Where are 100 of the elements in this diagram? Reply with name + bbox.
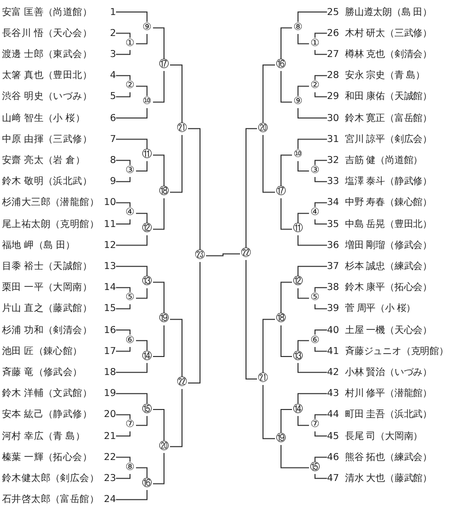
- entry-number: 6: [110, 112, 116, 124]
- bracket-line: [116, 218, 130, 224]
- bracket-line: [116, 430, 130, 436]
- match-number: ⑫: [141, 223, 153, 236]
- match-number: ⑧: [292, 22, 304, 34]
- entry-number: 43: [327, 388, 340, 400]
- bracket-line: [314, 330, 328, 336]
- entry-number: 40: [327, 324, 340, 336]
- match-number: ⑰: [158, 59, 170, 71]
- bracket-line: [116, 234, 148, 246]
- bracket-line: [116, 266, 148, 277]
- bracket-line: [314, 346, 328, 352]
- entry-number: 22: [104, 452, 116, 463]
- entry-number: 9: [110, 176, 116, 188]
- entry-number: 33: [327, 176, 340, 188]
- bracket-line: [298, 415, 310, 426]
- bracket-line: [298, 33, 310, 44]
- bracket-line: [298, 212, 310, 224]
- entry-number: 21: [104, 430, 116, 442]
- player-name: 塩澤 泰斗（静武修）: [345, 175, 432, 188]
- player-name: 安本 紘己（静武修）: [2, 408, 92, 422]
- bracket-line: [298, 108, 328, 118]
- player-name: 渡邊 士郎（東武会）: [2, 48, 92, 61]
- bracket-line: [170, 134, 182, 193]
- entry-number: 7: [110, 134, 116, 145]
- player-name: 木村 研太（三武修）: [345, 26, 432, 40]
- bracket-line: [170, 388, 182, 448]
- bracket-line: [136, 86, 148, 97]
- match-number: ⑱: [275, 313, 287, 326]
- entry-number: 42: [327, 366, 340, 378]
- player-name: 渋谷 明史（いづみ）: [2, 90, 92, 104]
- entry-number: 18: [104, 366, 116, 378]
- player-name: 片山 直之（藤武館）: [2, 302, 92, 316]
- bracket-line: [314, 287, 328, 293]
- entry-number: 36: [327, 240, 340, 251]
- bracket-line: [152, 70, 164, 103]
- bracket-line: [314, 202, 328, 208]
- bracket-line: [314, 218, 328, 224]
- bracket-line: [152, 452, 164, 484]
- player-name: 長谷川 悟（天心会）: [2, 26, 92, 40]
- match-number: ⑫: [292, 276, 304, 288]
- player-name: 増田 剛瑠（修武会）: [345, 238, 432, 252]
- bracket-line: [298, 362, 328, 373]
- player-name: 鈴木 敬明（浜北武）: [2, 175, 92, 188]
- match-number: ⑪: [292, 223, 304, 236]
- bracket-line: [152, 282, 164, 314]
- bracket-line: [314, 49, 328, 55]
- player-name: 中野 寿春（錬心館）: [345, 196, 432, 210]
- player-name: 河村 幸広（青 島）: [2, 430, 86, 442]
- match-number: ⑬: [141, 276, 153, 288]
- entry-number: 27: [327, 48, 340, 60]
- match-number: ⑯: [275, 59, 287, 71]
- entry-number: 41: [327, 346, 340, 357]
- bracket-line: [314, 160, 328, 166]
- bracket-line: [298, 12, 328, 22]
- match-number: ⑲: [158, 313, 170, 326]
- entry-number: 47: [327, 472, 340, 484]
- bracket-line: [136, 160, 148, 172]
- match-number: ⑧: [124, 462, 136, 474]
- entry-number: 3: [110, 48, 116, 60]
- bracket-line: [170, 318, 182, 378]
- bracket-line: [280, 444, 310, 468]
- bracket-line: [314, 414, 328, 420]
- bracket-line: [116, 92, 130, 98]
- bracket-line: [136, 415, 148, 426]
- player-name: 長尾 司（大岡南）: [345, 430, 423, 442]
- match-number: ①: [124, 38, 136, 50]
- bracket-line: [314, 92, 328, 98]
- bracket-line: [314, 75, 328, 81]
- player-name: 鈴木 洋輔（文武館）: [2, 387, 92, 400]
- bracket-line: [116, 49, 130, 55]
- bracket-line: [116, 330, 130, 336]
- match-number: ㉒: [240, 248, 252, 260]
- player-name: 石井啓太郎（富岳館）: [2, 493, 100, 506]
- match-number: ⑨: [141, 22, 153, 34]
- player-name: 榛葉 一輝（拓心会）: [2, 450, 92, 464]
- bracket-line: [116, 138, 148, 150]
- match-number: ⑳: [257, 122, 269, 135]
- bracket-line: [136, 340, 148, 351]
- bracket-line: [298, 86, 310, 97]
- bracket-line: [116, 108, 148, 118]
- player-name: 杉浦 功和（剣清会）: [2, 324, 92, 336]
- bracket-line: [152, 324, 164, 357]
- entry-number: 28: [327, 70, 340, 82]
- match-number: ⑬: [292, 350, 304, 362]
- entry-number: 8: [110, 154, 116, 166]
- bracket-line: [262, 134, 276, 193]
- match-number: ㉓: [194, 250, 206, 262]
- player-name: 池田 匠（錬心館）: [2, 344, 82, 358]
- bracket-line: [116, 75, 130, 81]
- entry-number: 20: [104, 409, 116, 420]
- entry-number: 15: [104, 303, 116, 314]
- player-name: 町田 圭吾（浜北武）: [345, 408, 432, 422]
- entry-number: 32: [327, 154, 340, 166]
- entry-number: 38: [327, 282, 340, 294]
- entry-number: 1: [110, 6, 116, 18]
- entry-number: 35: [327, 218, 340, 230]
- player-name: 菅 周平（小 桜）: [345, 302, 416, 316]
- entry-number: 5: [110, 91, 116, 102]
- player-name: 山﨑 智生（小 桜）: [2, 112, 86, 124]
